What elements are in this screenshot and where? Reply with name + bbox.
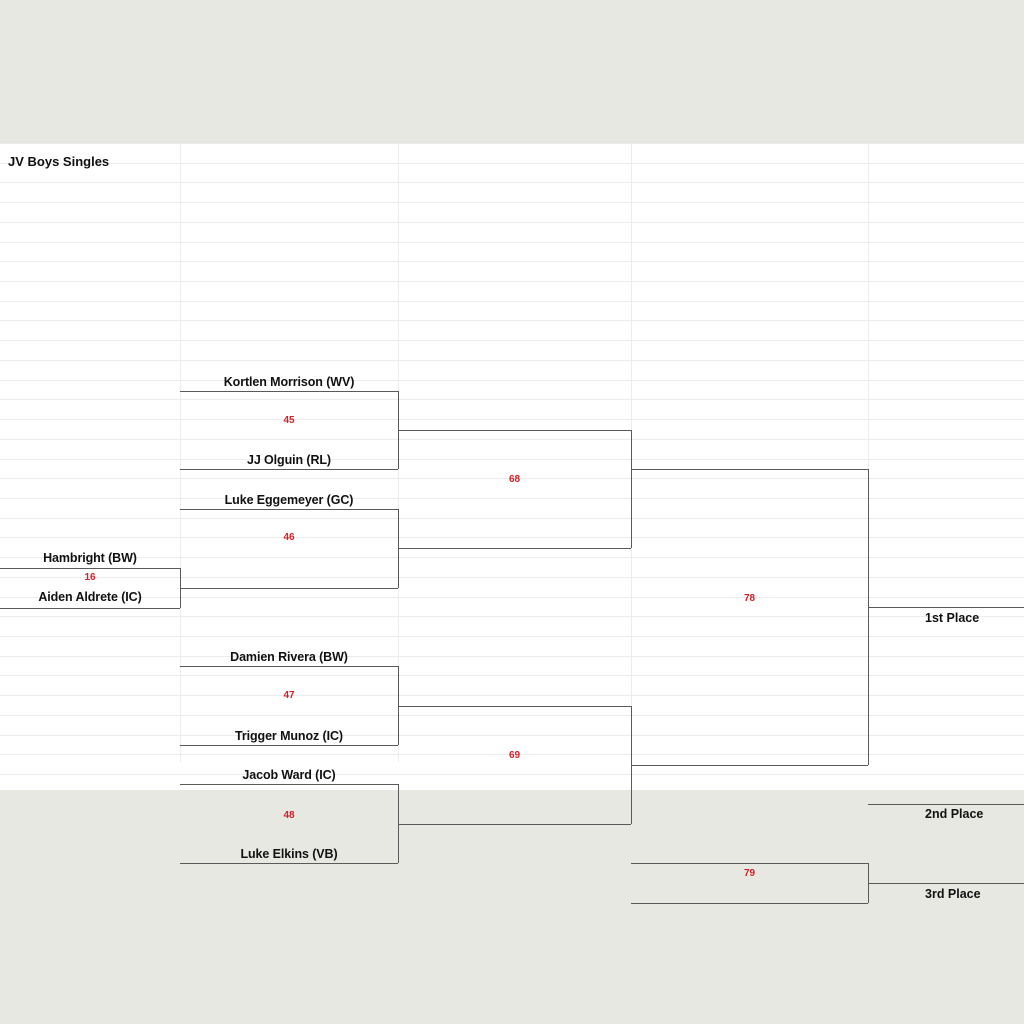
grid-row-line — [0, 261, 1024, 262]
match-number-48[interactable]: 48 — [283, 810, 295, 821]
grid-row-line — [0, 360, 1024, 361]
grid-column-line — [180, 143, 181, 762]
grid-row-line — [0, 735, 1024, 736]
grid-column-line — [868, 143, 869, 762]
grid-row-line — [0, 675, 1024, 676]
bracket-line — [398, 784, 399, 863]
bracket-line — [180, 863, 398, 864]
grid-row-line — [0, 281, 1024, 282]
bracket-line — [398, 706, 631, 707]
grid-row-line — [0, 656, 1024, 657]
match-number-47[interactable]: 47 — [283, 690, 295, 701]
bracket-line — [631, 765, 868, 766]
placement-1st: 1st Place — [925, 611, 980, 625]
bracket-line — [631, 863, 868, 864]
page-title: JV Boys Singles — [8, 154, 110, 169]
match-number-46[interactable]: 46 — [283, 532, 295, 543]
grid-row-line — [0, 636, 1024, 637]
grid-row-line — [0, 202, 1024, 203]
player-hambright[interactable]: Hambright (BW) — [43, 551, 137, 565]
bracket-line — [398, 666, 399, 745]
match-number-68[interactable]: 68 — [508, 474, 521, 485]
player-luke-eggemeyer[interactable]: Luke Eggemeyer (GC) — [224, 493, 354, 507]
match-number-78[interactable]: 78 — [743, 593, 756, 604]
grid-row-line — [0, 163, 1024, 164]
placement-3rd: 3rd Place — [925, 887, 981, 901]
bracket-line — [868, 469, 869, 765]
bracket-sheet: Hambright (BW) Aiden Aldrete (IC) Kortle… — [0, 143, 1024, 904]
match-number-45[interactable]: 45 — [283, 415, 295, 426]
bracket-line — [868, 804, 1024, 805]
player-luke-elkins[interactable]: Luke Elkins (VB) — [240, 847, 338, 861]
grid-row-line — [0, 242, 1024, 243]
bracket-line — [180, 469, 398, 470]
grid-row-line — [0, 597, 1024, 598]
player-trigger-munoz[interactable]: Trigger Munoz (IC) — [235, 729, 343, 743]
bracket-line — [631, 430, 632, 548]
grid-row-line — [0, 557, 1024, 558]
grid-row-line — [0, 478, 1024, 479]
player-damien-rivera[interactable]: Damien Rivera (BW) — [230, 650, 348, 664]
grid-row-line — [0, 419, 1024, 420]
bracket-line — [398, 430, 631, 431]
bracket-line — [180, 666, 398, 667]
player-jacob-ward[interactable]: Jacob Ward (IC) — [242, 768, 336, 782]
grid-row-line — [0, 182, 1024, 183]
grid-row-line — [0, 380, 1024, 381]
grid-row-line — [0, 577, 1024, 578]
bracket-line — [180, 745, 398, 746]
player-jj-olguin[interactable]: JJ Olguin (RL) — [246, 453, 331, 467]
player-kortlen-morrison[interactable]: Kortlen Morrison (WV) — [223, 375, 355, 389]
bracket-line — [398, 548, 631, 549]
match-number-69[interactable]: 69 — [508, 750, 521, 761]
match-number-79[interactable]: 79 — [743, 868, 756, 879]
grid-row-line — [0, 439, 1024, 440]
grid-row-line — [0, 537, 1024, 538]
grid-row-line — [0, 399, 1024, 400]
grid-row-line — [0, 616, 1024, 617]
bracket-line — [0, 608, 180, 609]
match-number-16[interactable]: 16 — [84, 572, 96, 583]
bracket-line — [631, 903, 868, 904]
player-aiden-aldrete[interactable]: Aiden Aldrete (IC) — [38, 590, 142, 604]
grid-row-line — [0, 754, 1024, 755]
bracket-line — [180, 509, 398, 510]
bracket-line — [180, 391, 398, 392]
bracket-line — [631, 469, 868, 470]
spreadsheet-grid — [0, 143, 1024, 775]
bracket-line — [868, 883, 1024, 884]
grid-row-line — [0, 301, 1024, 302]
grid-row-line — [0, 518, 1024, 519]
bracket-line — [180, 588, 398, 589]
grid-row-line — [0, 320, 1024, 321]
placement-2nd: 2nd Place — [925, 807, 984, 821]
bracket-line — [398, 824, 631, 825]
grid-row-line — [0, 340, 1024, 341]
bracket-lines — [0, 143, 1024, 904]
grid-row-line — [0, 715, 1024, 716]
grid-row-line — [0, 695, 1024, 696]
grid-row-line — [0, 459, 1024, 460]
bracket-line — [180, 784, 398, 785]
grid-row-line — [0, 143, 1024, 144]
bracket-line — [868, 607, 1024, 608]
grid-row-line — [0, 774, 1024, 775]
grid-row-line — [0, 222, 1024, 223]
grid-row-line — [0, 498, 1024, 499]
bracket-line — [0, 568, 180, 569]
